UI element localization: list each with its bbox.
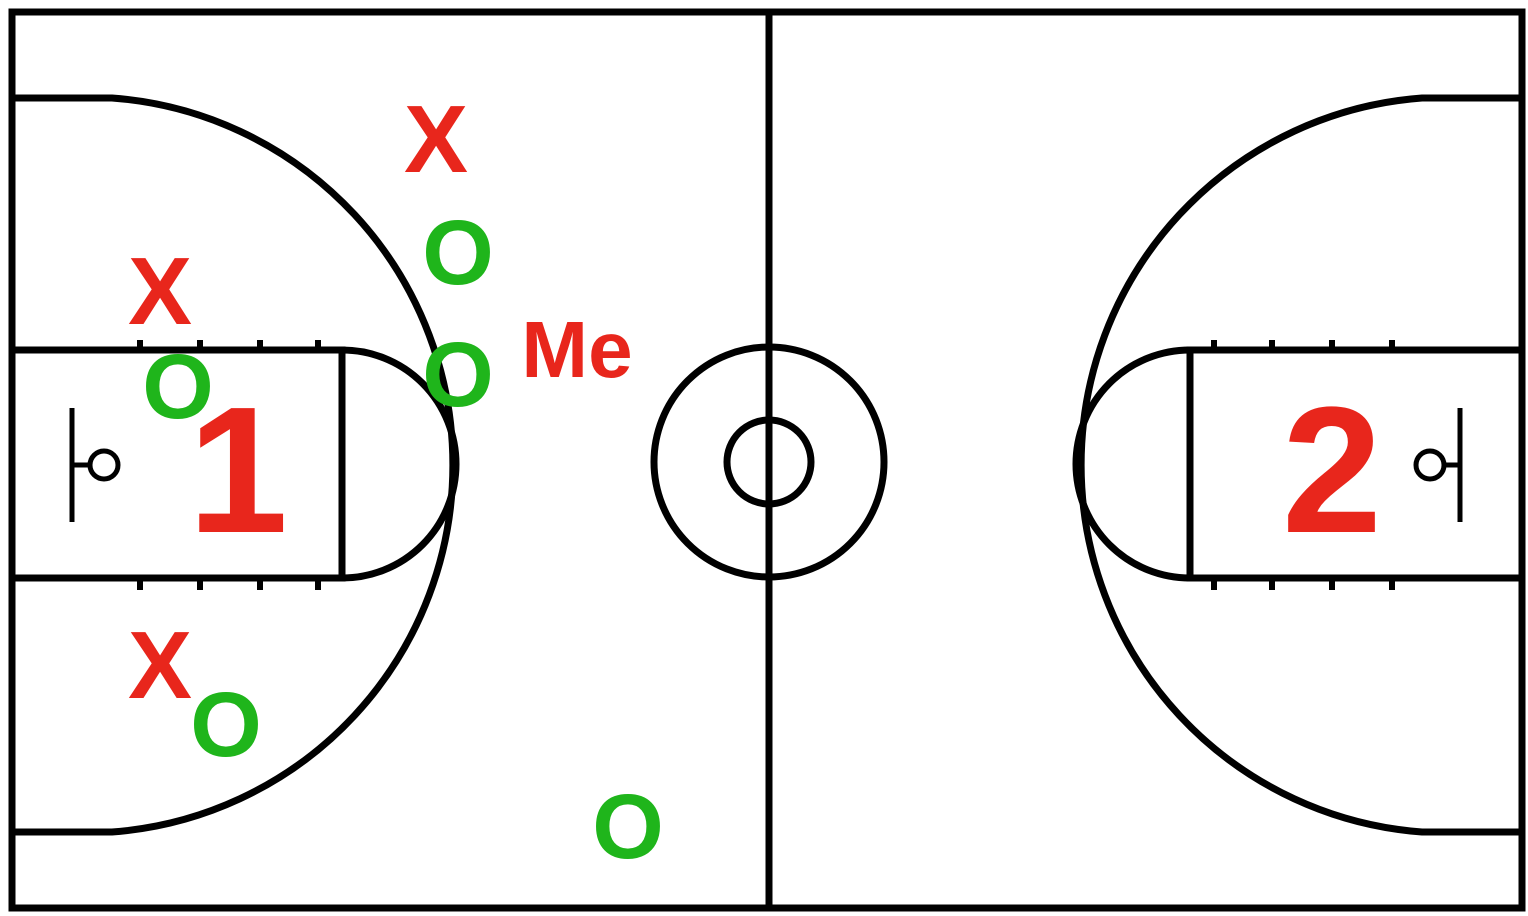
left-lane bbox=[12, 346, 346, 582]
right-three-point-line bbox=[1077, 94, 1522, 836]
right-half-court bbox=[1072, 94, 1522, 836]
left-half-court bbox=[12, 94, 460, 836]
defense-player-o: O bbox=[422, 324, 494, 426]
defense-player-o: O bbox=[422, 202, 494, 304]
center-circle-outer bbox=[650, 343, 888, 581]
defense-player-o: O bbox=[190, 674, 262, 776]
basket-1-label: 1 bbox=[188, 370, 288, 571]
right-free-throw-circle bbox=[1072, 346, 1191, 582]
offense-player-x: X bbox=[128, 238, 192, 345]
offense-player-x: X bbox=[128, 612, 192, 719]
right-lane bbox=[1186, 346, 1522, 582]
defense-player-o: O bbox=[592, 776, 664, 878]
left-hoop-icon bbox=[87, 448, 121, 482]
right-hoop-icon bbox=[1413, 448, 1447, 482]
defense-player-o: O bbox=[142, 336, 214, 438]
me-label: Me bbox=[521, 305, 632, 394]
offense-player-x: X bbox=[404, 86, 468, 193]
left-free-throw-circle bbox=[341, 346, 460, 582]
center-circle-inner bbox=[723, 416, 815, 508]
basket-2-label: 2 bbox=[1282, 370, 1382, 571]
